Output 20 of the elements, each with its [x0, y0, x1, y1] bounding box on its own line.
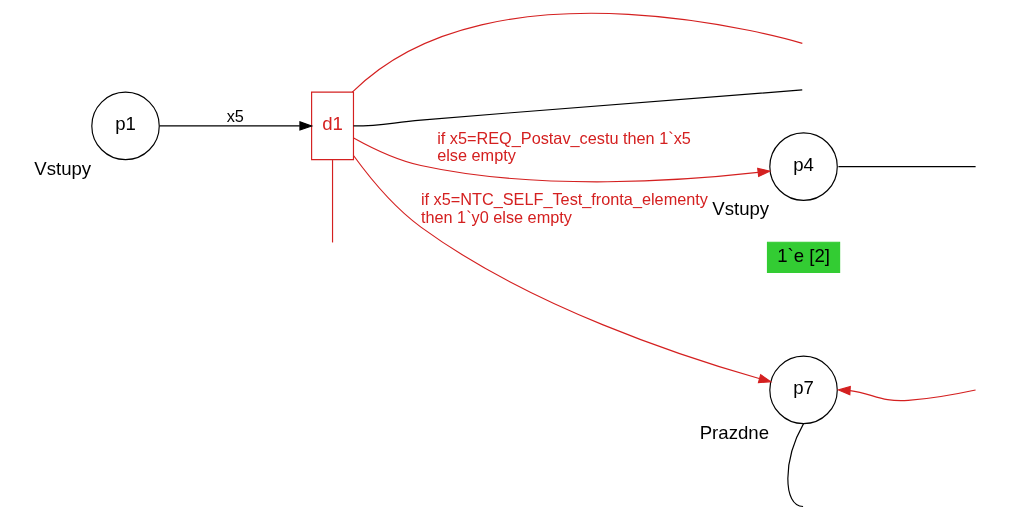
node-label: Prazdne [699, 421, 769, 443]
node-circle: p4 [769, 132, 838, 201]
connector [837, 166, 977, 168]
node-box: d1 [311, 91, 355, 161]
connector [331, 159, 334, 244]
node-circle: p7 [769, 355, 838, 425]
connector [352, 89, 803, 127]
arrow [836, 385, 977, 402]
node-label: Vstupy [34, 157, 92, 179]
edge-label: if x5=REQ_Postav_cestu then 1`x5 else empty [437, 128, 691, 165]
edge-label: x5 [226, 106, 244, 125]
arrow [159, 121, 314, 131]
edge-label: if x5=NTC_SELF_Test_fronta_elementy then 1`y0 else empty [420, 190, 708, 226]
connector [351, 12, 803, 93]
node-label: Vstupy [712, 198, 770, 220]
node-circle: p1 [91, 91, 160, 161]
arrow [353, 137, 772, 183]
connector [787, 423, 805, 508]
arrow [353, 155, 773, 384]
node-box: 1`e [2] [766, 241, 841, 274]
